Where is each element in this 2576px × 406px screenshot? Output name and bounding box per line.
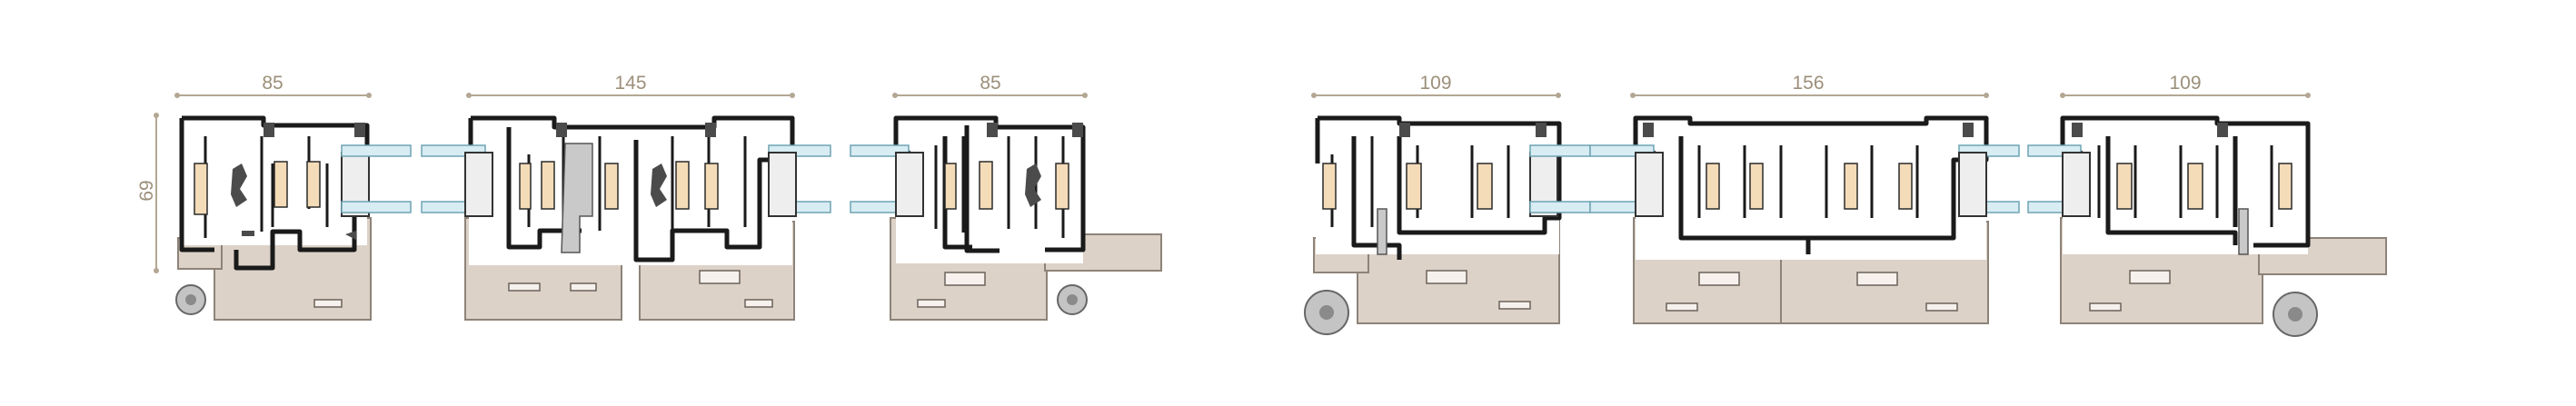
dimension-156: 156	[1630, 73, 1989, 98]
left-profile-group: 85 145 85 69	[136, 73, 1162, 321]
dimension-69-vertical: 69	[136, 113, 159, 273]
dimension-label: 145	[614, 73, 646, 94]
profile-e	[1589, 115, 2020, 324]
profile-f	[2027, 115, 2387, 337]
dimension-145: 145	[466, 73, 795, 98]
window-profile-cross-section: 85 145 85 69	[136, 73, 2387, 337]
dimension-label: 85	[262, 73, 283, 94]
profile-d	[1304, 115, 1591, 335]
mullion-insert	[561, 143, 593, 253]
dimension-label: 156	[1792, 73, 1824, 94]
dimension-109-left: 109	[1311, 73, 1561, 98]
gasket	[231, 163, 247, 207]
dimension-label: 109	[1419, 73, 1451, 94]
dimension-85-left: 85	[174, 73, 372, 98]
right-profile-group: 109 156 109	[1304, 73, 2387, 337]
profile-a	[175, 115, 412, 321]
profile-b	[421, 115, 831, 321]
dimension-label: 85	[980, 73, 1000, 94]
dimension-109-right: 109	[2060, 73, 2311, 98]
profile-c	[850, 115, 1162, 321]
dimension-label: 69	[136, 180, 157, 201]
dimension-85-right: 85	[892, 73, 1088, 98]
dimension-label: 109	[2169, 73, 2201, 94]
